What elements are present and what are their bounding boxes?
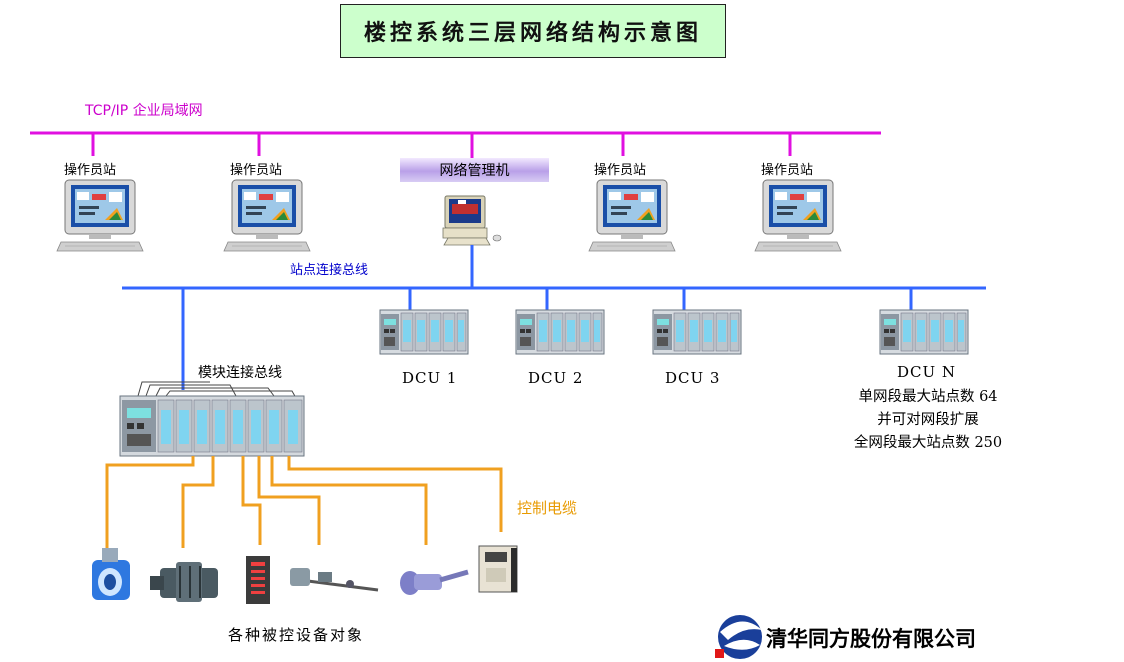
company-name-block: 清华同方股份有限公司 [760,616,976,660]
flowmeter-device [92,548,130,600]
station-bus-label: 站点连接总线 [290,263,369,278]
dcu-2-label: DCU 2 [528,369,584,387]
module-bus-label: 模块连接总线 [198,365,282,381]
operator-station-2-monitor [223,179,311,252]
control-cable-label: 控制电缆 [517,499,578,517]
operator-station-3-monitor [588,179,676,252]
module-bus-cables [137,381,297,399]
network-manager-pc [442,195,502,246]
dcu-n-note-2: 并可对网段扩展 [877,412,979,428]
dcu-n-label: DCU N [897,363,957,381]
operator-station-3-label: 操作员站 [594,163,647,178]
network-manager-label: 网络管理机 [400,158,549,182]
diagram-title: 楼控系统三层网络结构示意图 [340,4,726,58]
operator-station-2-label: 操作员站 [230,163,283,178]
operator-station-1-label: 操作员站 [64,163,117,178]
operator-station-1-monitor [56,179,144,252]
operator-station-4-label: 操作员站 [761,163,814,178]
lan-drop-lines [91,133,792,158]
lan-label: TCP/IP 企业局域网 [85,103,203,119]
dcu-n-notes: 单网段最大站点数 64 并可对网段扩展 全网段最大站点数 250 [838,386,1018,455]
probe-sensor-device [400,569,469,595]
main-controller-rack [119,395,305,457]
dcu-n-unit [879,309,969,355]
company-name: 清华同方股份有限公司 [766,626,976,651]
company-logo [715,615,762,659]
dcu-1-unit [379,309,469,355]
station-bus-drops [181,288,913,390]
inverter-device [478,545,518,593]
equipment-label: 各种被控设备对象 [228,626,365,644]
indicator-device [246,556,270,604]
control-cables [105,456,503,548]
dcu-3-unit [652,309,742,355]
dcu-2-unit [515,309,605,355]
pump-device [150,562,218,602]
dcu-n-note-1: 单网段最大站点数 64 [858,389,998,405]
operator-station-4-monitor [754,179,842,252]
dcu-1-label: DCU 1 [402,369,458,387]
dcu-n-note-3: 全网段最大站点数 250 [853,435,1003,451]
dcu-3-label: DCU 3 [665,369,721,387]
temperature-sensor-device [290,568,379,592]
